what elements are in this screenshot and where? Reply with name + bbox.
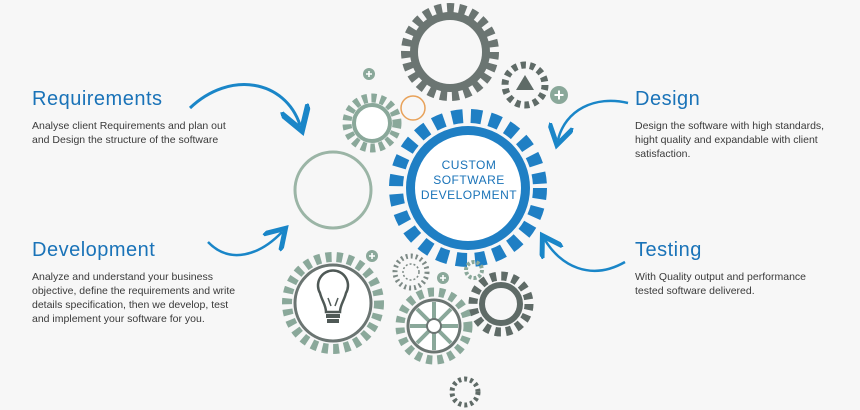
gear-icon <box>468 271 534 337</box>
gear-icon <box>392 253 430 291</box>
arrow-icon <box>207 232 282 257</box>
requirements-text: Analyse client Requirements and plan out… <box>32 120 226 146</box>
arrow-icon <box>558 99 629 140</box>
gear-icon <box>395 287 473 365</box>
center-gear-icon <box>389 109 547 267</box>
design-block: Design Design the software with high sta… <box>635 88 835 161</box>
center-title-line: CUSTOM <box>441 158 497 172</box>
requirements-title: Requirements <box>32 88 163 110</box>
plus-icon <box>437 272 449 284</box>
center-title: CUSTOM SOFTWARE DEVELOPMENT <box>404 158 534 203</box>
gear-icon <box>282 252 384 354</box>
lightbulb-icon <box>316 269 350 323</box>
testing-title: Testing <box>635 239 702 261</box>
gear-icon <box>449 376 481 408</box>
arrow-icon <box>188 83 300 125</box>
gear-icon <box>501 61 549 109</box>
plus-icon <box>550 86 568 104</box>
testing-block: Testing With Quality output and performa… <box>635 239 835 298</box>
arrow-icon <box>545 240 626 272</box>
development-title: Development <box>32 239 156 261</box>
requirements-block: Requirements Analyse client Requirements… <box>32 88 232 147</box>
design-title: Design <box>635 88 701 110</box>
plus-icon <box>363 68 375 80</box>
gear-icon <box>401 3 499 101</box>
center-title-line: SOFTWARE <box>433 173 505 187</box>
plus-icon <box>366 250 378 262</box>
development-text: Analyze and understand your business obj… <box>32 271 236 325</box>
development-block: Development Analyze and understand your … <box>32 239 242 326</box>
ring-icon <box>293 150 373 230</box>
center-title-line: DEVELOPMENT <box>420 188 518 202</box>
ring-icon <box>400 95 426 121</box>
design-text: Design the software with high standards,… <box>635 120 825 160</box>
testing-text: With Quality output and performance test… <box>635 271 807 297</box>
gear-icon <box>464 260 484 280</box>
gear-icon <box>342 93 402 153</box>
